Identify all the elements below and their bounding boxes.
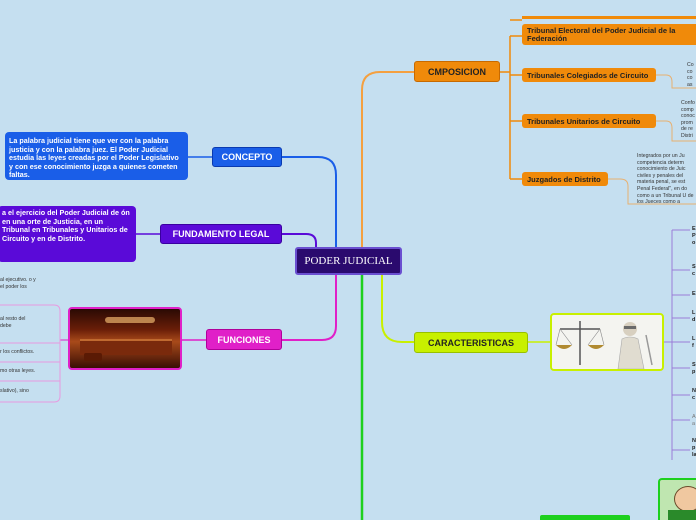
composicion-top-bar: [522, 16, 696, 19]
funciones-note-4: mo otras leyes.: [0, 368, 36, 374]
central-topic[interactable]: PODER JUDICIAL: [295, 247, 402, 275]
caracteristica-bullet-7: N c: [692, 388, 696, 401]
tribunales-unitarios-item[interactable]: Tribunales Unitarios de Circuito: [522, 114, 656, 128]
colegiados-note: Co co co as: [687, 62, 694, 88]
caracteristica-bullet-8: A a: [692, 414, 696, 427]
funciones-note-1: al ejecutivo. o y el poder los: [0, 277, 36, 290]
fundamento-description[interactable]: a el ejercicio del Poder Judicial de ón …: [0, 206, 136, 262]
unitarios-note: Confo comp conoc prom de re Distri: [681, 100, 695, 139]
caracteristicas-topic[interactable]: CARACTERISTICAS: [414, 332, 528, 353]
courtroom-lamp: [105, 317, 155, 323]
justice-scale-icon: [555, 321, 653, 369]
tribunal-electoral-item[interactable]: Tribunal Electoral del Poder Judicial de…: [522, 24, 696, 45]
juzgados-distrito-item[interactable]: Juzgados de Distrito: [522, 172, 608, 186]
caracteristica-bullet-5: L f: [692, 336, 696, 349]
caracteristica-bullet-4: L d: [692, 310, 696, 323]
concepto-topic[interactable]: CONCEPTO: [212, 147, 282, 167]
funciones-note-3: r los conflictos.: [0, 349, 35, 355]
juzgados-note: Integrados por un Ju competencia determ …: [637, 153, 694, 205]
fundamento-legal-topic[interactable]: FUNDAMENTO LEGAL: [160, 224, 282, 244]
courtroom-image: [68, 307, 182, 370]
cartoon-figure-image: [658, 478, 696, 520]
lady-justice-image: [550, 313, 664, 371]
courtroom-bench: [80, 339, 172, 355]
caracteristica-bullet-3: E: [692, 291, 696, 297]
green-branch-node[interactable]: [540, 515, 630, 520]
composicion-topic[interactable]: CMPOSICION: [414, 61, 500, 82]
cartoon-head: [674, 486, 696, 512]
caracteristica-bullet-2: S c: [692, 264, 696, 277]
funciones-note-2: al resto del debe: [0, 316, 26, 329]
cartoon-body: [668, 510, 696, 520]
caracteristica-bullet-6: S p: [692, 362, 696, 375]
caracteristica-bullet-9: N p la: [692, 438, 696, 458]
concepto-description[interactable]: La palabra judicial tiene que ver con la…: [5, 132, 188, 180]
gavel-shape: [84, 353, 102, 361]
caracteristica-bullet-1: E P o: [692, 226, 696, 246]
tribunales-colegiados-item[interactable]: Tribunales Colegiados de Circuito: [522, 68, 656, 82]
funciones-note-5: slativo), sino: [0, 388, 29, 394]
funciones-topic[interactable]: FUNCIONES: [206, 329, 282, 350]
